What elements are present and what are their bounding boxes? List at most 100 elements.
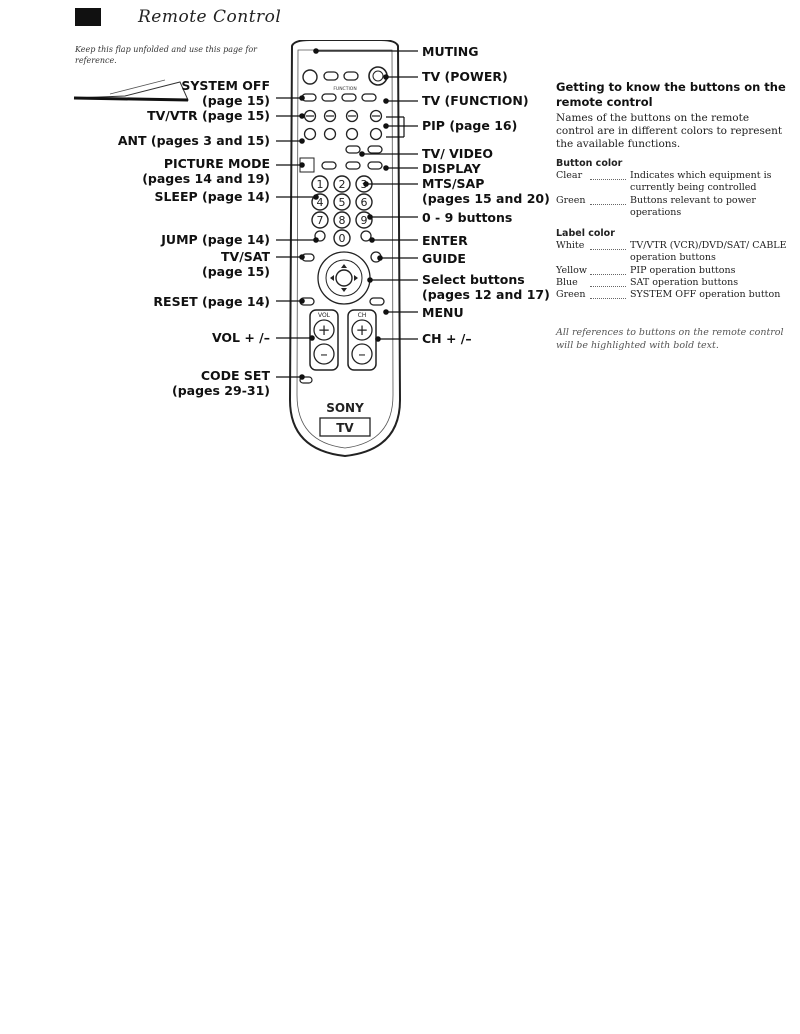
leader-dot — [359, 151, 365, 157]
vol-label: VOL — [318, 312, 331, 319]
label-digits: 0 - 9 buttons — [422, 210, 512, 225]
digit-button-ring — [311, 193, 329, 211]
label-ant: ANT (pages 3 and 15) — [118, 133, 270, 148]
color-description: SYSTEM OFF operation button — [630, 289, 781, 300]
leader-dot — [299, 162, 305, 168]
label-sleep: SLEEP (page 14) — [154, 189, 270, 204]
digit-buttons: 1234567890 — [311, 175, 373, 247]
header-note: Keep this flap unfolded and use this pag… — [75, 45, 257, 65]
label-tv-video: TV/ VIDEO — [422, 146, 493, 161]
page-title: Remote Control — [138, 7, 282, 27]
leader-dot — [375, 336, 381, 342]
color-name: Green — [556, 289, 586, 300]
label-system-off: SYSTEM OFF(page 15) — [181, 78, 270, 108]
leader-dot — [299, 95, 305, 101]
sidebar-intro: Names of the buttons on the remote contr… — [556, 112, 783, 150]
label-line: RESET (page 14) — [153, 294, 270, 309]
label-pip: PIP (page 16) — [422, 118, 517, 133]
label-menu: MENU — [422, 305, 464, 320]
label-tv-power: TV (POWER) — [422, 69, 508, 84]
function-label: FUNCTION — [333, 86, 356, 92]
label-color-heading: Label color — [556, 228, 615, 239]
color-name: Clear — [556, 170, 583, 181]
digit-button-ring — [355, 193, 373, 211]
label-line: JUMP (page 14) — [161, 232, 270, 247]
color-description: TV/VTR (VCR)/DVD/SAT/ CABLE operation bu… — [630, 240, 787, 263]
color-description: Buttons relevant to power operations — [630, 195, 756, 218]
label-picture-mode: PICTURE MODE(pages 14 and 19) — [142, 156, 270, 186]
digit-button-4: 4 — [311, 193, 329, 211]
leader-dot — [367, 214, 373, 220]
digit-button-6: 6 — [355, 193, 373, 211]
color-name: Yellow — [556, 265, 587, 276]
digit-button-2: 2 — [333, 175, 351, 193]
digit-button-ring — [333, 193, 351, 211]
leader-dot — [383, 309, 389, 315]
label-line: SYSTEM OFF — [181, 78, 270, 93]
muting-button-shape — [302, 69, 318, 85]
leader-dot — [313, 194, 319, 200]
leader-dot — [313, 48, 319, 54]
label-line: (pages 14 and 19) — [142, 171, 270, 186]
digit-button-5: 5 — [333, 193, 351, 211]
digit-label: 2 — [339, 178, 346, 191]
label-line: TV/ VIDEO — [422, 146, 493, 161]
sidebar-footnote: All references to buttons on the remote … — [556, 327, 784, 351]
digit-button-ring — [333, 175, 351, 193]
header-block-mark — [75, 8, 101, 26]
label-line: (pages 15 and 20) — [422, 191, 550, 206]
model-badge: TV — [336, 421, 354, 435]
color-description: PIP operation buttons — [630, 265, 736, 276]
leader-dot — [367, 277, 373, 283]
digit-label: 1 — [317, 178, 324, 191]
digit-label: 0 — [339, 232, 346, 245]
digit-button-9: 9 — [355, 211, 373, 229]
color-name: Blue — [556, 277, 578, 288]
label-line: PICTURE MODE — [163, 156, 270, 171]
label-line: MTS/SAP — [422, 176, 485, 191]
dotted-leader — [590, 249, 626, 250]
label-line: ENTER — [422, 233, 468, 248]
leader-dot — [299, 374, 305, 380]
ch-label: CH — [358, 312, 367, 319]
label-tv-vtr: TV/VTR (page 15) — [147, 108, 270, 123]
digit-button-ring — [311, 211, 329, 229]
label-line: (page 15) — [202, 264, 270, 279]
label-line: (pages 29-31) — [171, 383, 270, 398]
dotted-leader — [590, 286, 626, 287]
digit-label: 6 — [361, 196, 368, 209]
button-color-heading: Button color — [556, 158, 623, 169]
leader-dot — [383, 123, 389, 129]
leader-dot — [383, 98, 389, 104]
label-enter: ENTER — [422, 233, 468, 248]
label-jump: JUMP (page 14) — [161, 232, 270, 247]
dotted-leader — [590, 179, 626, 180]
dotted-leader — [590, 274, 626, 275]
leader-dot — [363, 181, 369, 187]
label-select: Select buttons(pages 12 and 17) — [422, 272, 550, 302]
digit-button-8: 8 — [333, 211, 351, 229]
digit-button-7: 7 — [311, 211, 329, 229]
leader-dot — [369, 237, 375, 243]
brand-logo: SONY — [326, 401, 364, 415]
label-line: SLEEP (page 14) — [154, 189, 270, 204]
label-tv-sat: TV/SAT(page 15) — [202, 249, 270, 279]
leader-dot — [299, 254, 305, 260]
vol-minus: – — [320, 345, 328, 363]
label-line: (pages 12 and 17) — [422, 287, 550, 302]
label-muting: MUTING — [422, 44, 479, 59]
digit-button-0: 0 — [333, 229, 351, 247]
label-guide: GUIDE — [422, 251, 466, 266]
digit-label: 7 — [317, 214, 324, 227]
leader-dot — [313, 237, 319, 243]
label-mts-sap: MTS/SAP(pages 15 and 20) — [422, 176, 550, 206]
label-ch: CH + /– — [422, 331, 472, 346]
label-line: VOL + /– — [211, 330, 270, 345]
label-line: CH + /– — [422, 331, 472, 346]
color-description: SAT operation buttons — [630, 277, 739, 288]
dotted-leader — [590, 298, 626, 299]
digit-label: 4 — [317, 196, 324, 209]
ch-minus: – — [358, 345, 366, 363]
label-line: TV/VTR (page 15) — [147, 108, 270, 123]
digit-button-ring — [333, 211, 351, 229]
